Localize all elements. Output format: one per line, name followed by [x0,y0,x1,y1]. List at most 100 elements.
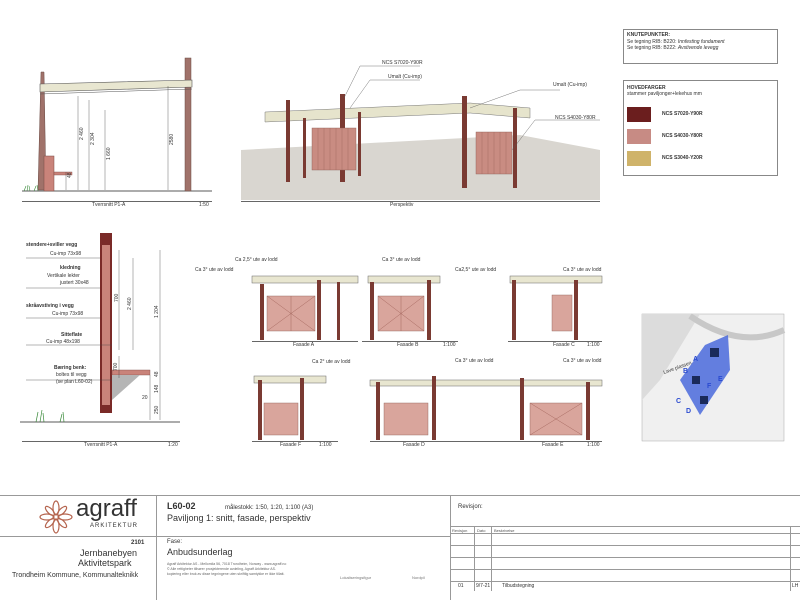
fasade-a-caption: Fasade A [293,342,315,348]
dim-label: 2 460 [79,127,85,140]
caption-line [370,441,602,442]
knutepunkter-line2-italic: Avstivende levegg [677,45,719,51]
fasade-e-caption: Fasade E [542,442,564,448]
facade-annotation: Ca 3° ute av lodd [563,358,602,364]
map-letter-c: C [676,398,682,405]
section-detail-caption: Tverrsnitt P1-A [84,442,118,448]
hovedfarger-subtitle: stammer paviljonger+lekehus mm [627,91,702,97]
color-swatch-1 [627,107,651,122]
dim-label: 1 660 [106,147,112,160]
dim-label: 250 [154,405,160,414]
fase-label: Fase: [167,539,183,545]
fasade-b-caption: Fasade B [397,342,419,348]
rev-header: Dato [477,528,486,533]
map-letter-a: A [693,356,699,363]
caption-line [22,441,180,442]
rev-description: Tilbudstegning [502,583,535,589]
lokalisering-label: Lokaliseringsfigur [340,575,372,580]
facade-annotation: Ca 2° ute av lodd [312,359,351,365]
facade-annotation: Ca2,5° ute av lodd [455,267,497,273]
rev-date: 9/7-21 [476,583,491,589]
hovedfarger-box: HOVEDFARGER stammer paviljonger+lekehus … [623,80,778,176]
fasade-e-scale: 1:100 [587,442,600,448]
map-letter-e: E [718,376,723,383]
facade-annotation: Ca 2,5° ute av lodd [235,257,278,263]
detail-label-title: skråavstiving i vegg [26,303,74,309]
hovedfarger-title: HOVEDFARGER [627,85,666,91]
map-letter-f: F [707,383,712,390]
facade-annotation: Ca 3° ute av lodd [455,358,494,364]
detail-label-sub: (se plan L60-02) [56,379,93,385]
section-detail-scale: 1:20 [168,442,178,448]
detail-label-sub: Cu-imp 48x198 [46,339,80,345]
section-top-caption: Tverrsnitt P1-A [92,202,126,208]
facade-annotation: Ca 3° ute av lodd [563,267,602,273]
project-number: 2101 [131,540,145,546]
facade-annotation: Ca 3° ute av lodd [382,257,421,263]
dim-label: 700 [114,293,120,302]
fasade-c-scale: 1:100 [587,342,600,348]
dim-label: 48 [154,371,160,377]
dim-label: 20 [142,395,148,401]
detail-label-title: Sitteflate [61,332,83,338]
fasade-c-caption: Fasade C [553,342,575,348]
detail-label-title: kledning [60,265,81,271]
caption-line [22,201,212,202]
facade-annotation: Ca 3° ute av lodd [195,267,234,273]
knutepunkter-line1: Se tegning RIB: B220: Innfesting fundame… [627,40,725,45]
fasade-b-scale: 1:100 [443,342,456,348]
logo-sub: ARKITEKTUR [90,523,139,529]
detail-label-sub: Vertikale lekter [47,273,80,279]
detail-label-title: stendere+sviller vegg [26,242,78,248]
agraff-logo-icon [39,500,73,534]
section-top-scale: 1:50 [199,202,209,208]
perspective-label: Umalt (Cu-imp) [553,82,587,88]
company-line-3: kopiering eller bruk av disse tegningene… [167,572,285,576]
drawing-title: Paviljong 1: snitt, fasade, perspektiv [167,513,311,523]
project-name-1: Jernbanebyen [80,548,138,558]
color-label: NCS S4030-Y80R [662,133,703,139]
color-swatch-3 [627,151,651,166]
detail-label-sub: justert 30x48 [60,280,89,286]
detail-label-sub: Cu-imp 73x98 [52,311,84,317]
map-letter-d: D [686,408,692,415]
company-line-1: Agraff Arkitektur AS - Mellomila 56, 701… [167,562,287,566]
fasade-f-scale: 1:100 [319,442,332,448]
caption-line [241,201,600,202]
scale-text: målestokk: 1:50, 1:20, 1:100 (A3) [225,505,314,511]
fase-value: Anbudsunderlag [167,547,233,557]
perspective-caption: Perspektiv [390,202,414,208]
caption-line [252,441,338,442]
dim-label: 700 [113,362,119,371]
caption-line [252,341,358,342]
dim-label: 48 [67,172,73,178]
knutepunkter-line2: Se tegning RIB: B222: Avstivende levegg [627,46,718,51]
knutepunkter-line1-prefix: Se tegning RIB: B220: [627,39,678,45]
dim-label: 1 204 [154,305,160,318]
knutepunkter-box: KNUTEPUNKTER: Se tegning RIB: B220: Innf… [623,29,778,64]
dim-label: 2 460 [127,297,133,310]
color-label: NCS S7020-Y90R [662,111,703,117]
perspective-label: NCS S4030-Y80R [555,115,596,121]
nordpil-label: Nordpil [412,575,425,580]
fasade-d-caption: Fasade D [403,442,425,448]
drawing-number: L60-02 [167,501,196,511]
detail-label-sub: boltes til vegg [56,372,87,378]
dim-label: 148 [154,384,160,393]
knutepunkter-title: KNUTEPUNKTER: [627,32,671,38]
caption-line [362,341,458,342]
knutepunkter-line2-prefix: Se tegning RIB: B222: [627,45,678,51]
knutepunkter-line1-italic: Innfesting fundament [677,39,725,45]
revisjon-title: Revisjon: [458,504,483,510]
detail-label-sub: Cu-imp 73x98 [50,251,82,257]
company-line-2: © Alle rettigheter tilhører prosjekteren… [167,567,276,571]
detail-label-title: Bæring benk: [54,365,87,371]
map-letter-b: B [683,368,689,375]
client-name: Trondheim Kommune, Kommunalteknikk [12,572,139,579]
perspective-label: Umalt (Cu-imp) [388,74,422,80]
color-swatch-2 [627,129,651,144]
rev-header: Beskrivelse [494,528,515,533]
caption-line [508,341,602,342]
fasade-f-caption: Fasade F [280,442,302,448]
title-block: agraff ARKITEKTUR 2101 Jernbanebyen Akti… [0,495,800,600]
